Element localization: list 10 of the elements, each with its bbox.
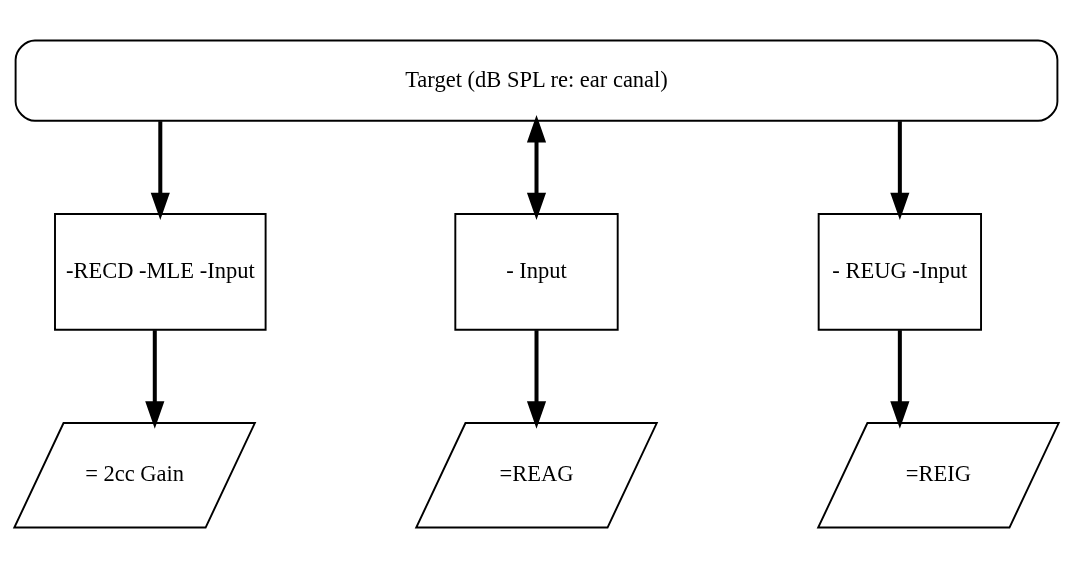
node-box: Target (dB SPL re: ear canal) xyxy=(14,38,1059,122)
arrow xyxy=(890,120,910,220)
arrow xyxy=(150,120,170,220)
arrow xyxy=(890,329,910,429)
node-box: - REUG -Input xyxy=(817,212,982,331)
arrow xyxy=(526,114,547,220)
node-box: - Input xyxy=(454,212,619,331)
arrow xyxy=(145,329,165,429)
node-box: -RECD -MLE -Input xyxy=(54,212,267,331)
arrow xyxy=(526,329,547,429)
